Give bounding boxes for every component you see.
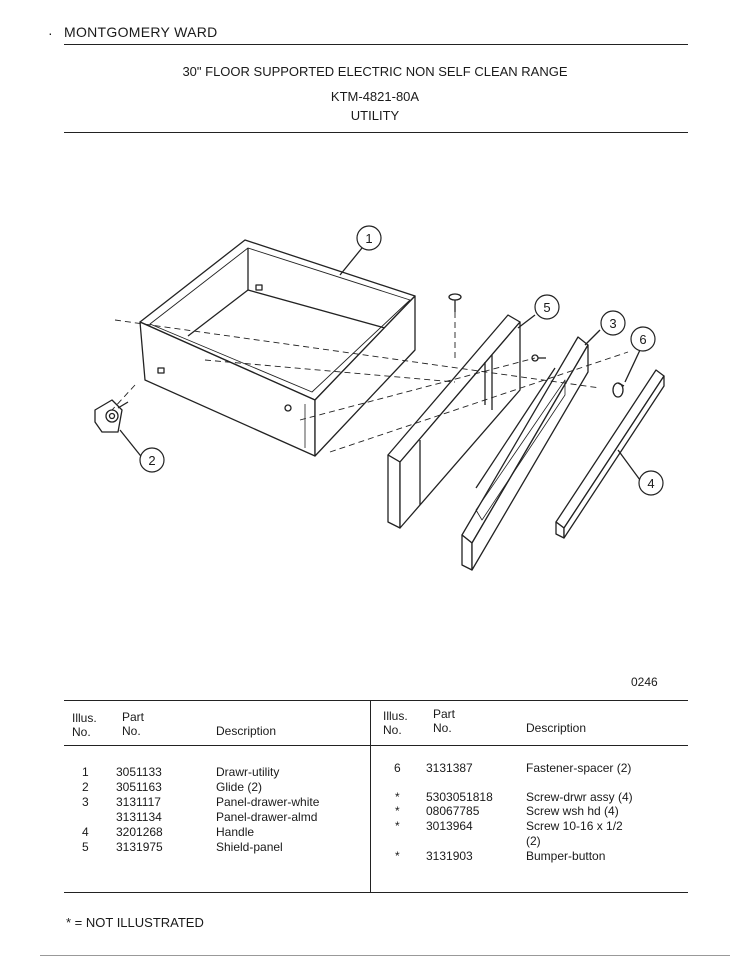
exploded-parts-diagram: 1 2 3 4 5 6 xyxy=(94,225,665,571)
handle-shape xyxy=(555,369,665,539)
drawer-panel-shape xyxy=(461,336,589,571)
callout-2-label: 2 xyxy=(148,453,155,468)
bullet: · xyxy=(48,25,53,41)
glide-shape xyxy=(94,399,129,433)
callout-5-circle xyxy=(534,294,560,320)
callout-3-label: 3 xyxy=(609,316,616,331)
table-rule-top xyxy=(64,700,688,701)
fastener-spacer-shape xyxy=(612,382,625,398)
callout-1-circle xyxy=(356,225,382,251)
table-rule-bottom xyxy=(64,892,688,893)
footnote-not-illustrated: * = NOT ILLUSTRATED xyxy=(66,915,204,930)
right-illus-header: Illus.No. xyxy=(383,709,408,737)
callout-4-label: 4 xyxy=(647,476,654,491)
callout-3-circle xyxy=(600,310,626,336)
callout-6-label: 6 xyxy=(639,332,646,347)
callout-1-label: 1 xyxy=(365,231,372,246)
screw-shape xyxy=(448,293,462,312)
brand-name: MONTGOMERY WARD xyxy=(64,24,218,40)
shield-panel-shape xyxy=(387,314,546,529)
model-number: KTM-4821-80A xyxy=(330,89,420,104)
page-title: 30" FLOOR SUPPORTED ELECTRIC NON SELF CL… xyxy=(182,64,568,79)
callout-4-circle xyxy=(638,470,664,496)
diagram-code: 0246 xyxy=(631,675,658,689)
page-bottom-rule xyxy=(40,955,730,956)
right-desc-header: Description xyxy=(526,721,587,735)
left-desc-header: Description xyxy=(216,724,277,738)
callout-6-circle xyxy=(630,326,656,352)
header-rule-top xyxy=(64,44,688,45)
callout-5-label: 5 xyxy=(543,300,550,315)
table-rule-header xyxy=(64,745,688,746)
section-name: UTILITY xyxy=(350,108,400,123)
left-illus-header: Illus.No. xyxy=(72,711,97,739)
drawer-utility-shape xyxy=(139,239,416,457)
header-rule-bottom xyxy=(64,132,688,133)
table-divider xyxy=(370,700,371,892)
callout-2-circle xyxy=(139,447,165,473)
